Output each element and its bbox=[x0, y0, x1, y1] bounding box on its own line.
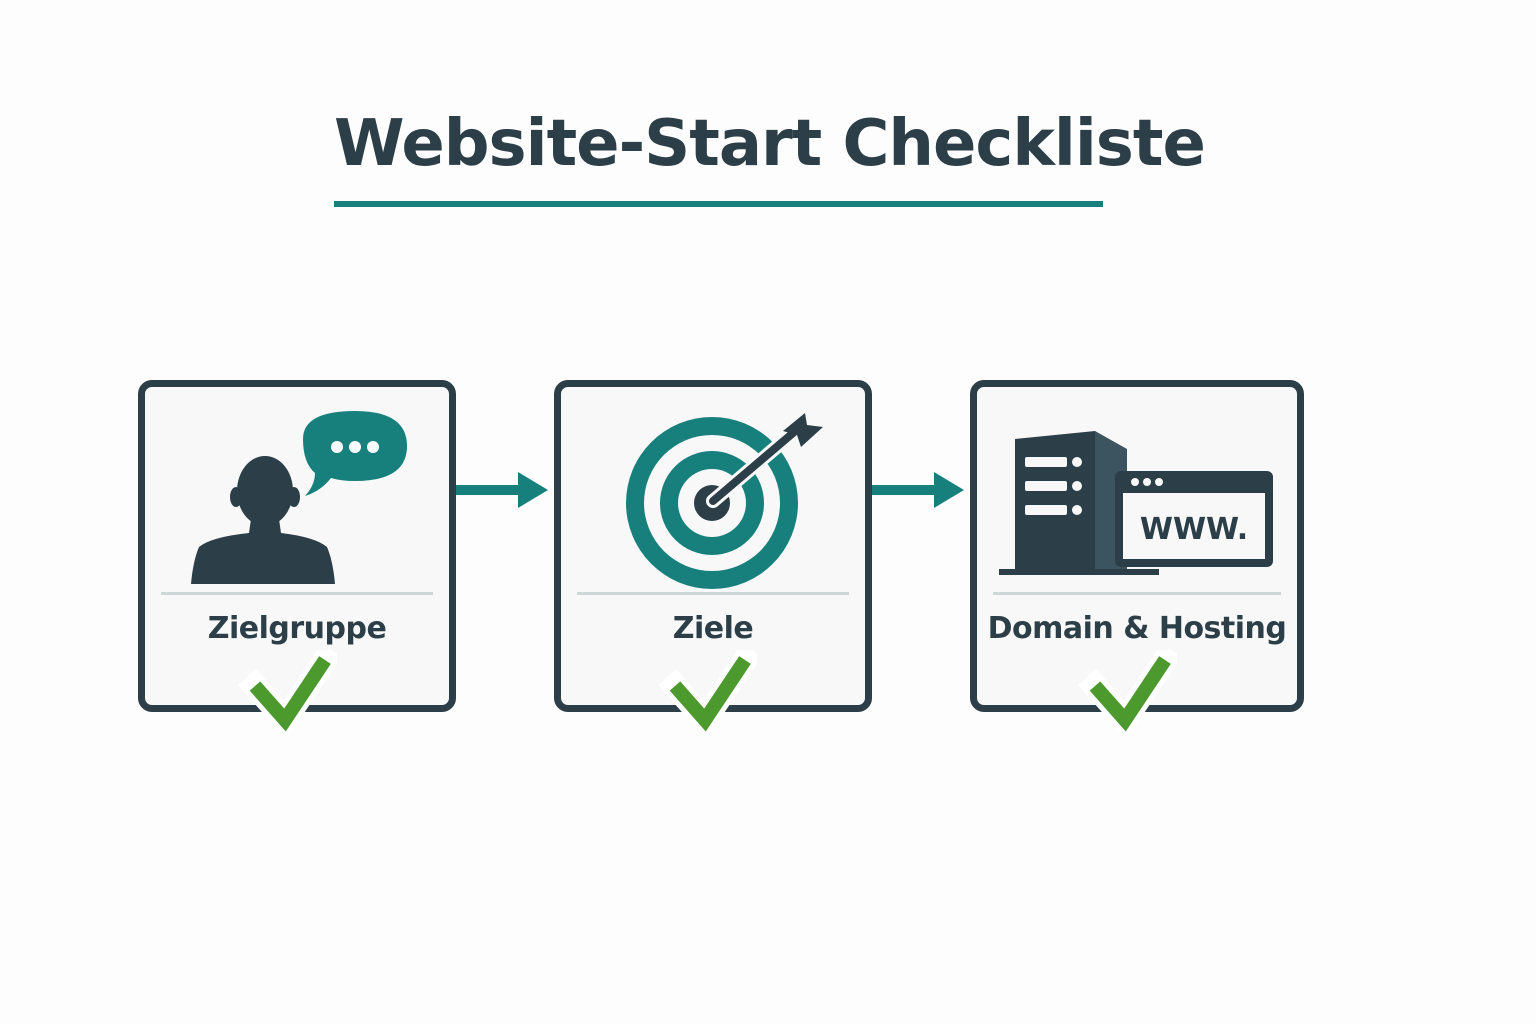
step-label: Domain & Hosting bbox=[987, 611, 1287, 646]
checkmark-icon bbox=[238, 650, 337, 736]
step-label: Zielgruppe bbox=[207, 611, 387, 646]
card-divider bbox=[161, 592, 433, 595]
step-label: Ziele bbox=[672, 611, 754, 646]
arrow-right-icon bbox=[456, 472, 548, 508]
person-speech-bubble-icon bbox=[191, 411, 407, 584]
target-arrow-icon bbox=[626, 413, 823, 589]
title-underline bbox=[334, 201, 1103, 207]
step-card-ziele: Ziele bbox=[554, 380, 872, 712]
checkmark-icon bbox=[1078, 650, 1177, 736]
arrow-right-icon bbox=[872, 472, 964, 508]
step-card-domain-hosting: WWW. Domain & Hosting bbox=[970, 380, 1304, 712]
card-divider bbox=[577, 592, 849, 595]
www-text: WWW. bbox=[1140, 512, 1248, 547]
checkmark-icon bbox=[658, 650, 757, 736]
server-www-icon: WWW. bbox=[999, 431, 1273, 575]
page-title: Website-Start Checkliste bbox=[334, 107, 1206, 181]
card-divider bbox=[993, 592, 1281, 595]
step-card-zielgruppe: Zielgruppe bbox=[138, 380, 456, 712]
